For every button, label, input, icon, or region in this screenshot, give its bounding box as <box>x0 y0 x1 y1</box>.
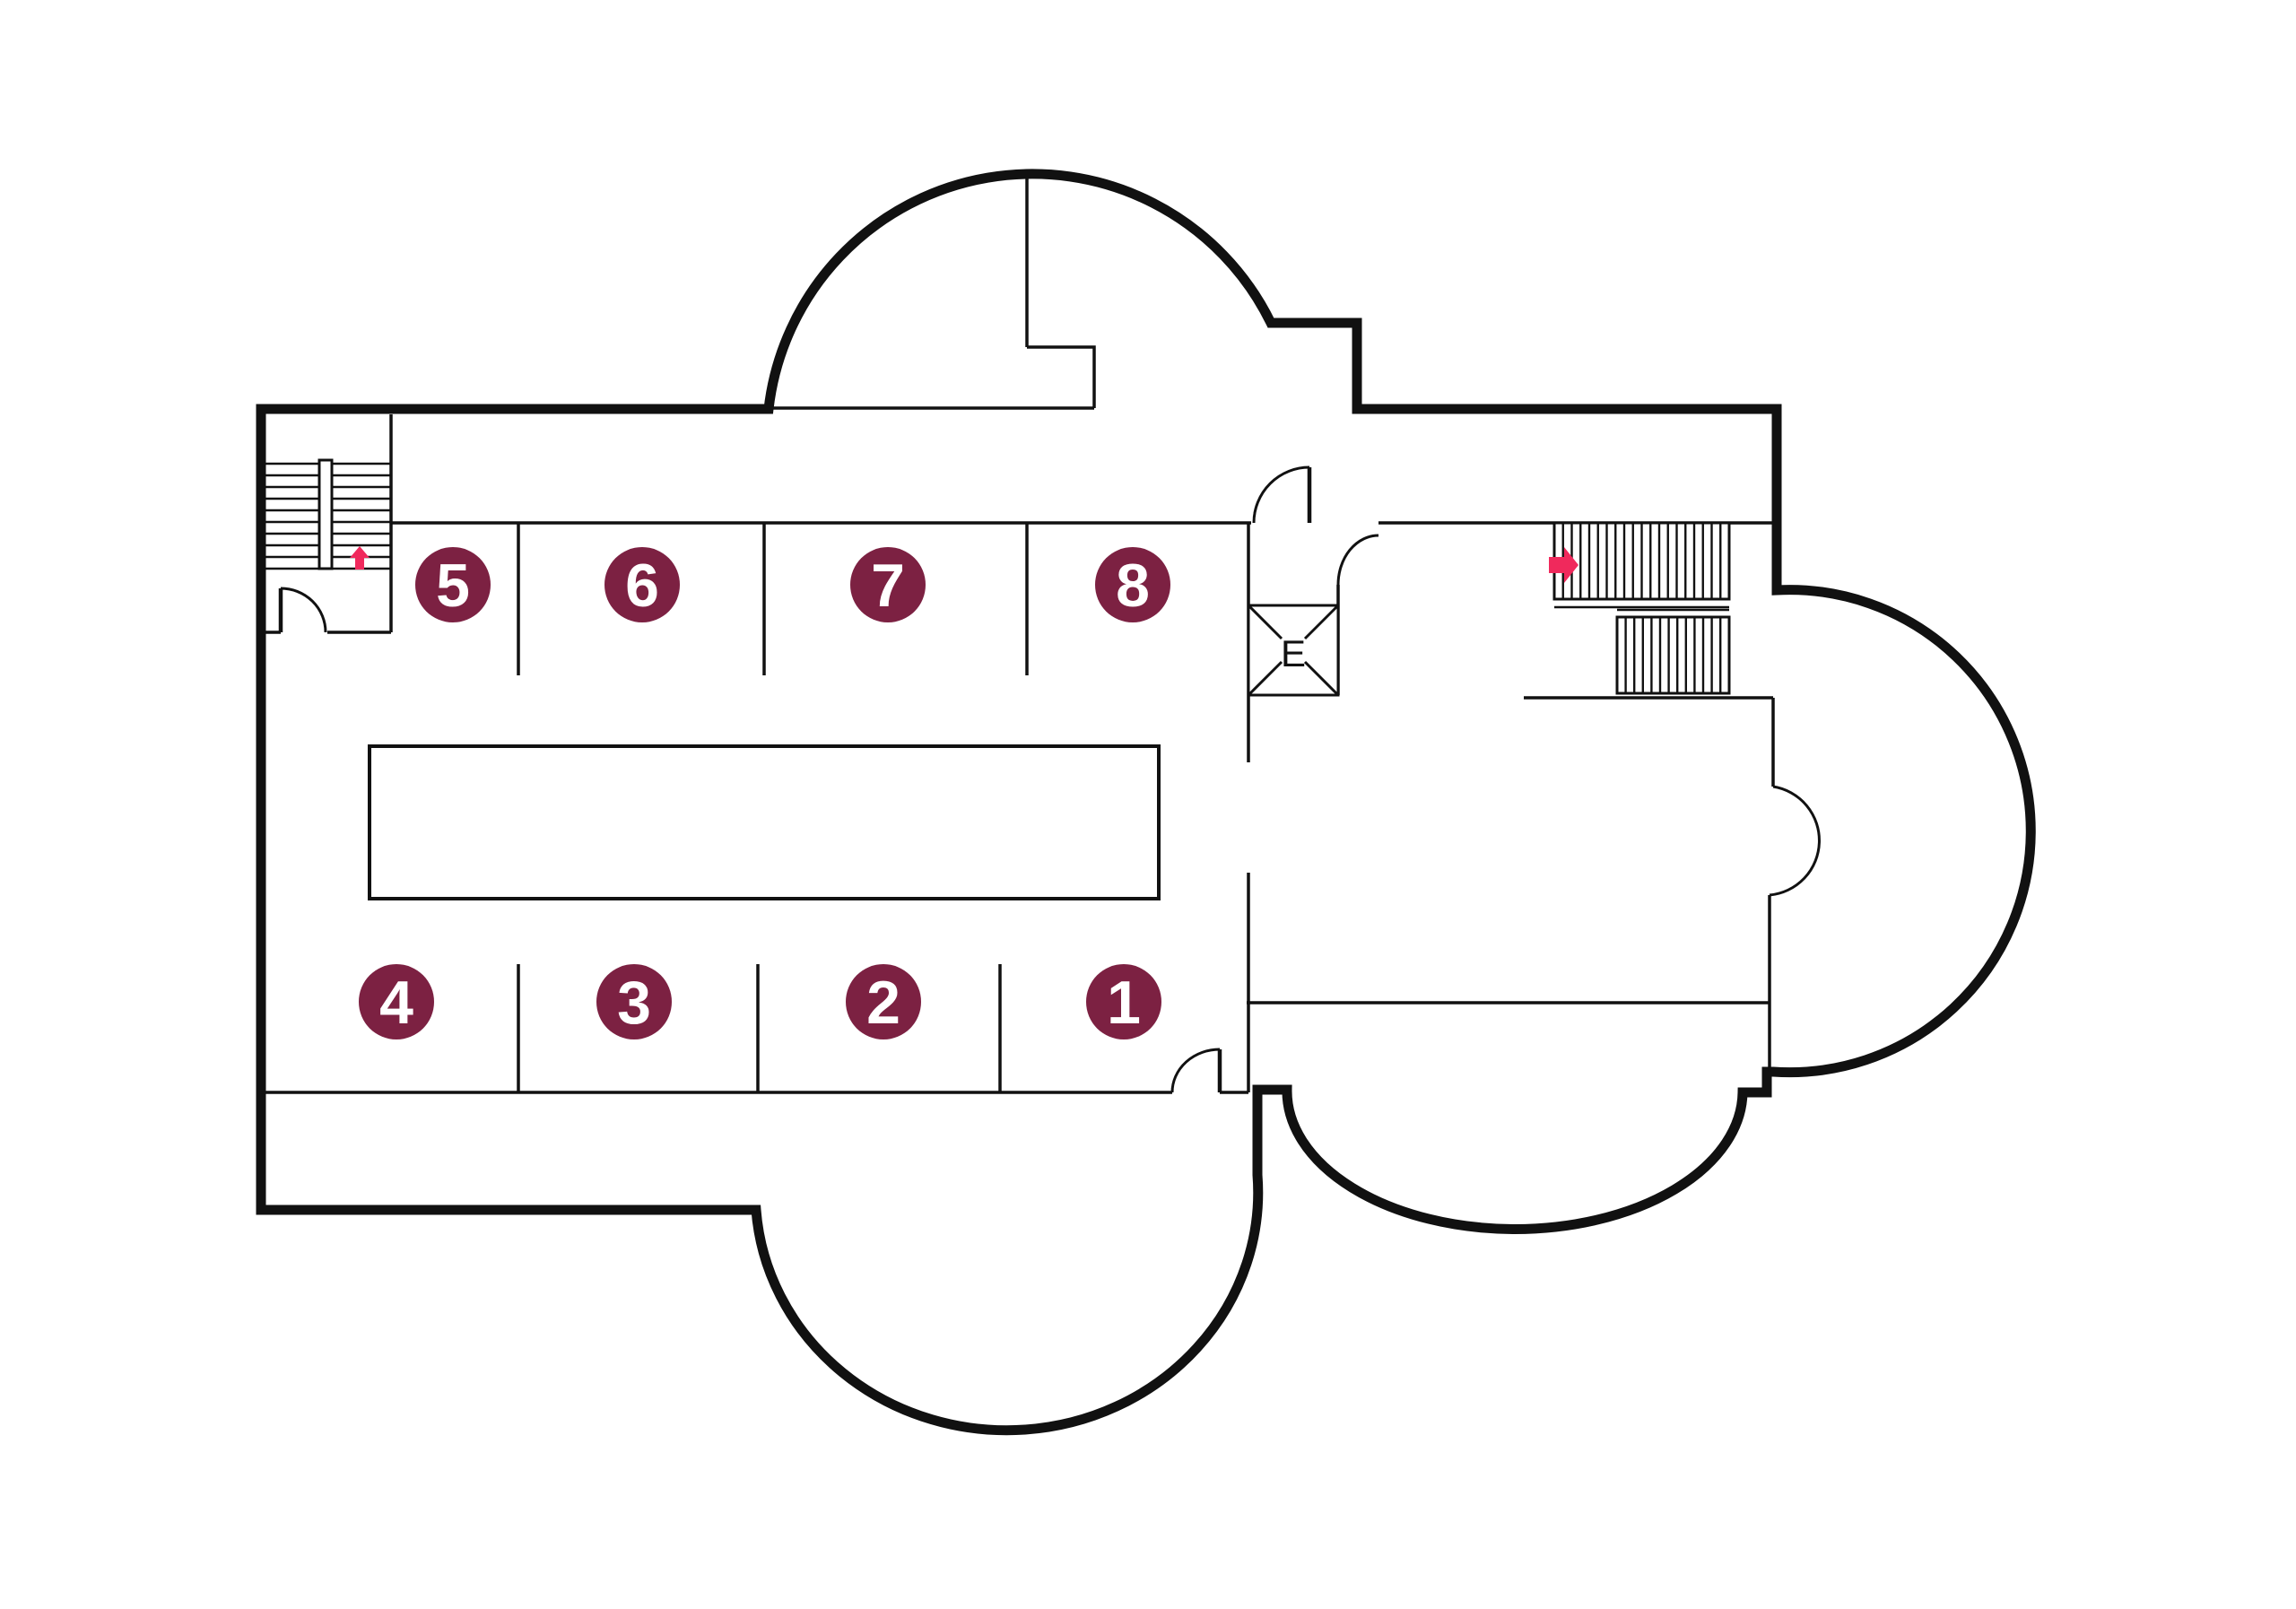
room-badge-3: 3 <box>596 964 672 1039</box>
elevator-label: E <box>1281 632 1306 674</box>
room-number-5: 5 <box>436 552 470 620</box>
northwest-door-arc <box>280 587 327 633</box>
doors <box>278 465 1379 1093</box>
room-number-6: 6 <box>625 552 659 620</box>
top-apse-notch <box>1027 345 1096 408</box>
apse-niche-arc <box>1769 785 1821 897</box>
apse-chord-wall <box>1768 698 1775 1072</box>
stair-hall-door-arc <box>1336 534 1379 586</box>
central-gallery-case <box>368 744 1161 900</box>
stairs-northwest-icon <box>265 458 391 570</box>
elevator: E <box>1247 604 1340 697</box>
room-number-3: 3 <box>617 969 651 1037</box>
stair-newel <box>317 458 334 570</box>
room-dividers-south <box>517 964 1002 1092</box>
room-number-2: 2 <box>866 969 900 1037</box>
room-number-7: 7 <box>871 552 905 620</box>
room-badge-5: 5 <box>415 547 491 622</box>
room-number-4: 4 <box>379 969 413 1037</box>
stairs-northeast-arrow <box>1549 547 1578 583</box>
corridor-door-arc <box>1252 465 1310 524</box>
interior-walls <box>261 177 1821 1094</box>
room-badge-7: 7 <box>850 547 926 622</box>
room-number-8: 8 <box>1116 552 1150 620</box>
stairs-northeast-icon <box>1552 521 1731 695</box>
elevator-x-icon <box>1247 604 1340 697</box>
room-badge-2: 2 <box>846 964 921 1039</box>
room-badge-4: 4 <box>359 964 434 1039</box>
route-arrows <box>350 546 1578 583</box>
room-badge-8: 8 <box>1095 547 1170 622</box>
room-badges: 5 6 7 8 4 3 2 1 <box>359 547 1170 1039</box>
room-number-1: 1 <box>1107 969 1141 1037</box>
stairs-northwest-arrow <box>350 546 370 570</box>
room-badge-1: 1 <box>1086 964 1161 1039</box>
room-dividers-north <box>517 523 1029 675</box>
room-badge-6: 6 <box>604 547 680 622</box>
south-door-arc <box>1170 1048 1221 1093</box>
